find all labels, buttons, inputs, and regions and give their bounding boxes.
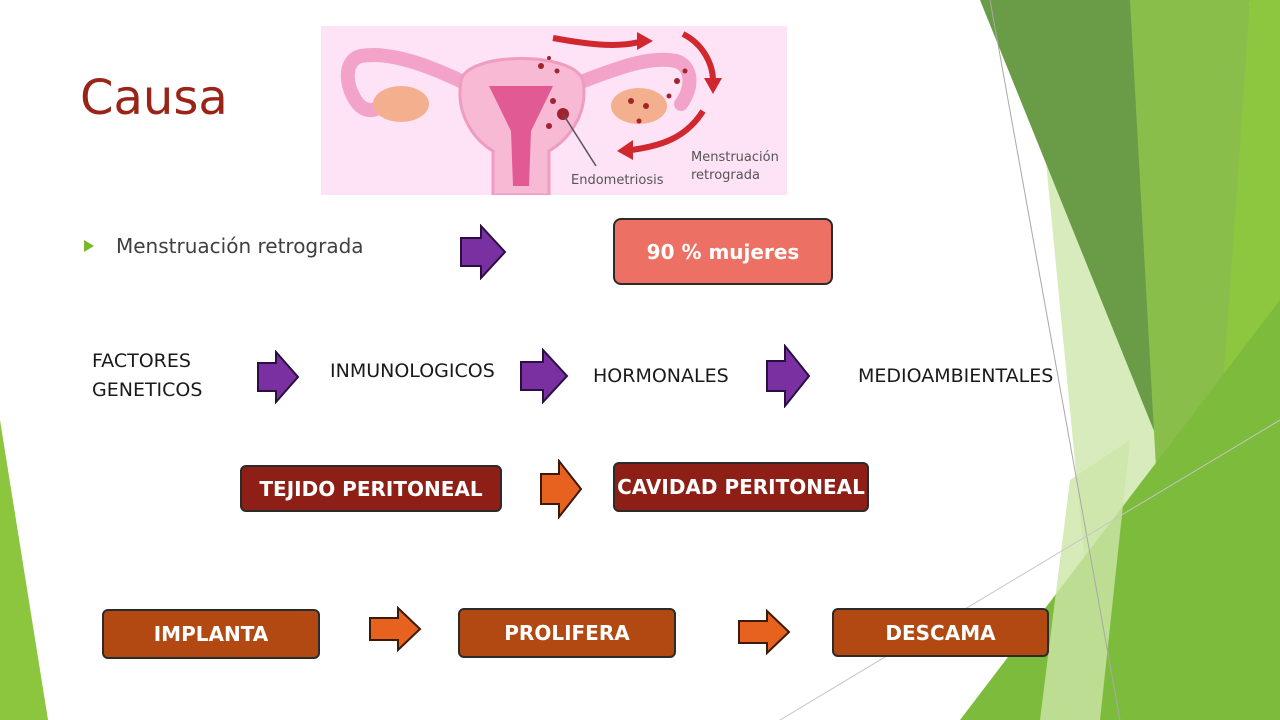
lesion-dot [628, 98, 634, 104]
right-ovary [611, 88, 667, 124]
purple-arrow-icon [766, 344, 811, 408]
lesion-dot [643, 103, 649, 109]
result-box: 90 % mujeres [613, 218, 833, 285]
lesion-dot [674, 78, 680, 84]
retrograde-arrowhead-bottom [617, 140, 633, 160]
orange-arrow-icon [540, 459, 583, 519]
lesion-dot [682, 68, 688, 74]
retrograde-arrowhead-top [637, 32, 653, 50]
label-retrograde-line1: Menstruación [691, 150, 779, 165]
retrograde-arrow-bottom [630, 109, 706, 153]
left-fallopian-tube [340, 48, 478, 117]
left-ovary [373, 86, 429, 122]
label-retrograde-line2: retrograda [691, 168, 760, 183]
bullet-text: Menstruación retrograda [116, 234, 364, 258]
lesion-dot [666, 93, 672, 99]
factor-geneticos: FACTORES GENETICOS [92, 350, 203, 401]
label-endometriosis: Endometriosis [571, 173, 664, 188]
lesion-dot [538, 63, 544, 69]
purple-arrow-icon [460, 224, 507, 280]
orange-arrow-icon [738, 609, 791, 655]
lesion-dot [547, 56, 551, 60]
thin-line-2 [779, 419, 1280, 720]
uterus-illustration: Endometriosis Menstruación retrograda [321, 26, 787, 195]
orange-arrow-icon [369, 606, 422, 652]
bullet-triangle-icon [84, 240, 94, 252]
slide-title: Causa [80, 70, 228, 126]
factor-medioambientales: MEDIOAMBIENTALES [858, 365, 1054, 387]
purple-arrow-icon [520, 348, 569, 404]
bullet-item: Menstruación retrograda [84, 234, 364, 258]
retrograde-arrowhead-right [704, 78, 722, 94]
retrograde-arrow-top [552, 35, 640, 48]
lesion-dot [546, 123, 552, 129]
factor-hormonales: HORMONALES [593, 365, 729, 387]
right-fallopian-tube [564, 52, 697, 111]
thin-line-1 [989, 0, 1121, 720]
cavidad-peritoneal-box: CAVIDAD PERITONEAL [613, 462, 869, 512]
lesion-dot [636, 118, 642, 124]
tejido-peritoneal-box: TEJIDO PERITONEAL [240, 465, 502, 512]
retrograde-arrow-right [681, 31, 716, 82]
purple-arrow-icon [257, 350, 300, 404]
prolifera-box: PROLIFERA [458, 608, 676, 658]
left-green-sliver [0, 420, 48, 720]
lesion-dot [550, 98, 556, 104]
lesion-dot [554, 68, 560, 74]
factor-inmunologicos: INMUNOLOGICOS [330, 360, 495, 382]
implanta-box: IMPLANTA [102, 609, 320, 659]
descama-box: DESCAMA [832, 608, 1049, 657]
endometriosis-pointer [562, 113, 597, 167]
uterus-cavity [489, 86, 553, 186]
